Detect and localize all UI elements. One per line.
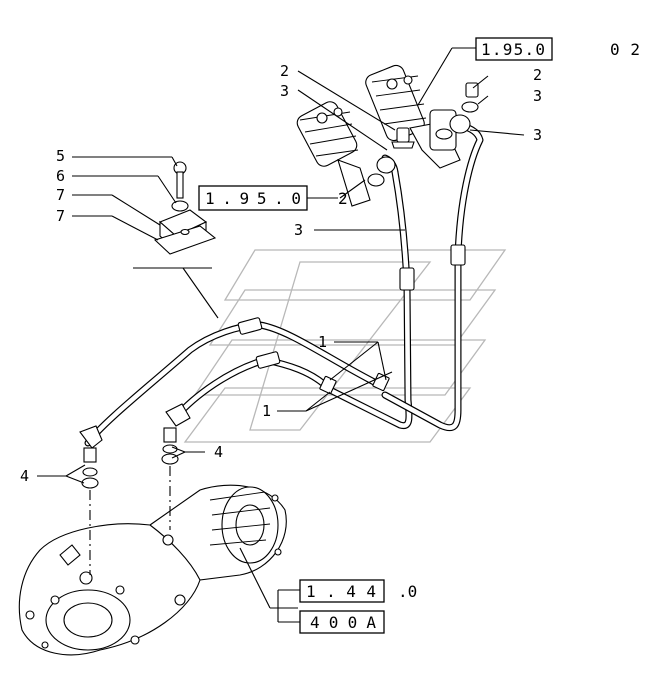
- callout-5: 5: [56, 147, 65, 165]
- callout-3a: 3: [280, 82, 289, 100]
- callout-7a: 7: [56, 186, 65, 204]
- callout-1b: 1: [262, 402, 271, 420]
- center-lines: [89, 466, 171, 575]
- callout-7b: 7: [56, 207, 65, 225]
- ref-2-suffix: 2: [338, 189, 348, 208]
- leader-lines: [37, 47, 525, 623]
- hydraulic-pipes: [84, 122, 484, 447]
- axle-housing: [18, 484, 287, 656]
- valve-assembly-right: [365, 64, 461, 169]
- ref-1-label: 1.95.0: [481, 40, 545, 59]
- callout-3c: 3: [533, 126, 542, 144]
- ref-box-1[interactable]: 1.95.0 02: [475, 37, 640, 61]
- callout-3d: 3: [294, 221, 303, 239]
- ref-box-3[interactable]: 1.44 .0: [299, 579, 417, 603]
- callout-3b: 3: [533, 87, 542, 105]
- callout-2a: 2: [280, 62, 289, 80]
- callout-6: 6: [56, 167, 65, 185]
- callout-2b: 2: [533, 66, 542, 84]
- callouts: 2 3 2 3 3 3 5 6 7 7 1 1 4 4 3: [20, 62, 542, 485]
- valve-assembly-left: [296, 101, 371, 207]
- ref-1-suffix: 02: [610, 40, 640, 59]
- callout-1a: 1: [318, 333, 327, 351]
- ref-box-4[interactable]: 400A: [299, 610, 385, 634]
- lower-fittings: [79, 403, 191, 489]
- top-fittings: [367, 82, 479, 187]
- ref-3-suffix: .0: [398, 582, 417, 601]
- ref-box-2[interactable]: 1.95.0 2: [198, 185, 348, 211]
- callout-4b: 4: [214, 443, 223, 461]
- clamp-assembly: [153, 161, 217, 255]
- callout-4a: 4: [20, 467, 29, 485]
